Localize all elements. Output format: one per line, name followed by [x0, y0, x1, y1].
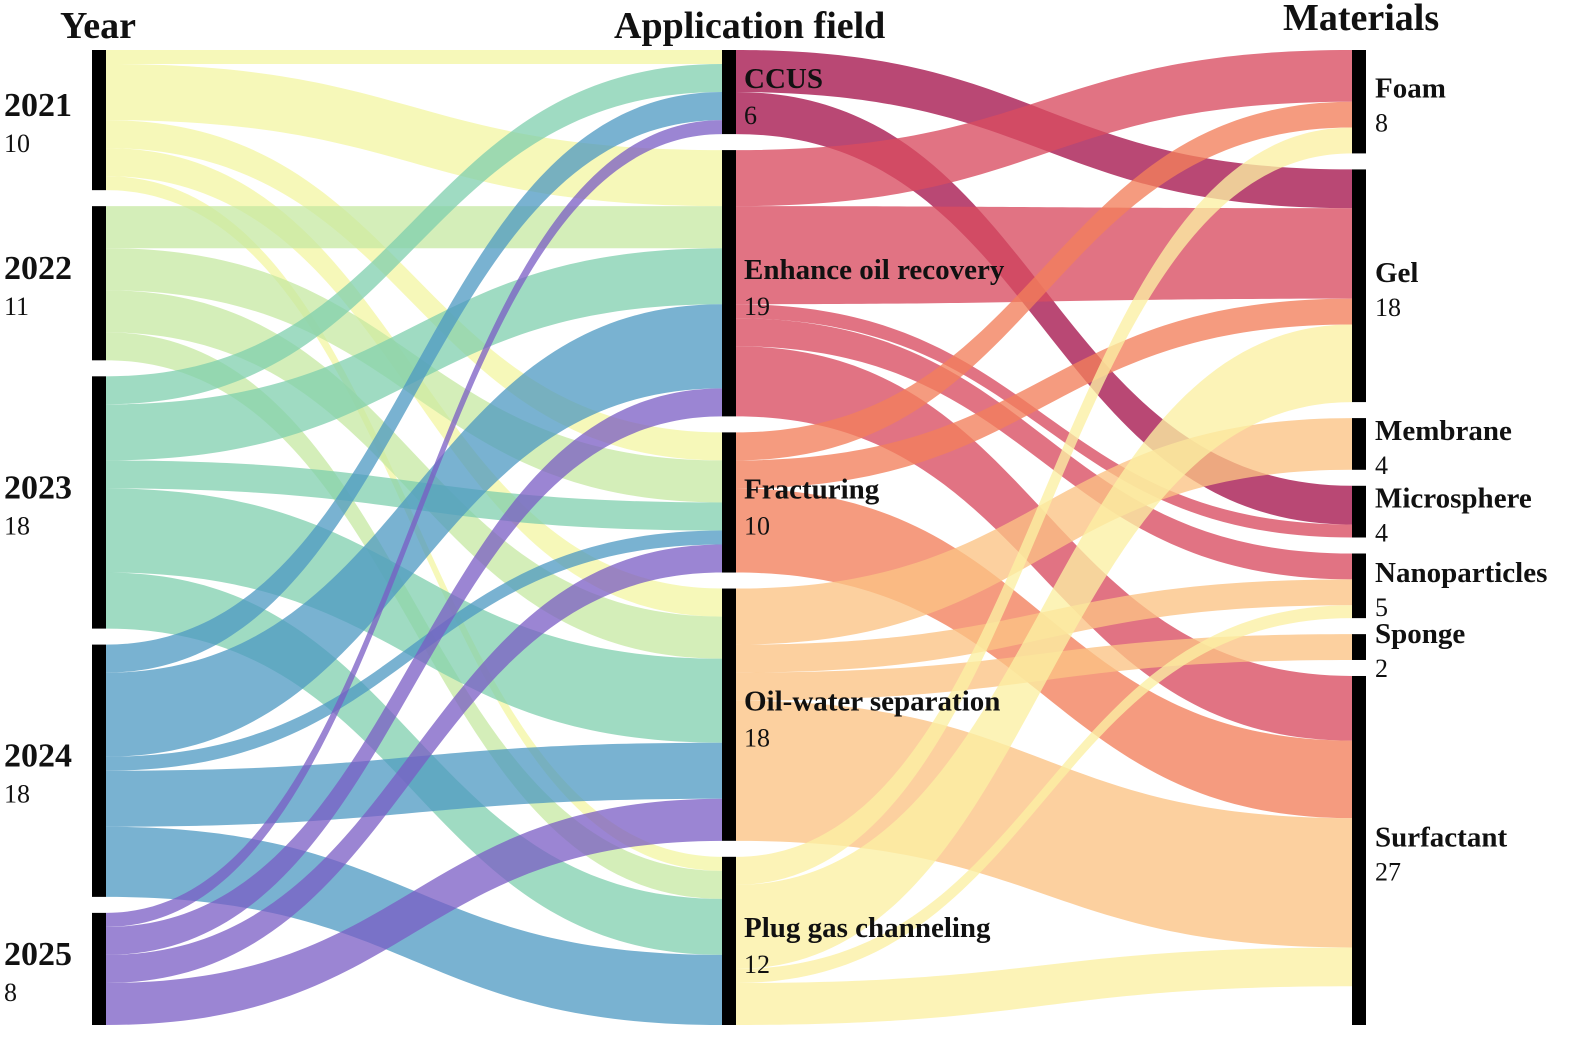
link-frac-foam [736, 101, 1352, 461]
year-node-2025 [92, 912, 106, 1025]
link-2024-ows [106, 742, 722, 827]
link-2021-ccus [106, 50, 722, 65]
link-ows-membrane [736, 418, 1352, 645]
material-value-membrane: 4 [1375, 451, 1388, 480]
link-2024-frac [106, 530, 722, 771]
links-layer [106, 50, 1352, 1025]
application-label-ccus: CCUS [744, 63, 823, 95]
link-eor-foam [736, 50, 1352, 207]
material-label-gel: Gel [1375, 257, 1419, 289]
year-node-2024 [92, 644, 106, 897]
material-value-surf: 27 [1375, 857, 1401, 886]
link-2023-ows [106, 488, 722, 743]
application-value-ccus: 6 [744, 101, 757, 130]
material-node-surf [1352, 675, 1366, 1025]
material-value-microsphere: 4 [1375, 519, 1388, 548]
year-label-2025: 2025 [4, 936, 72, 973]
link-frac-gel [736, 298, 1352, 489]
year-value-2025: 8 [4, 978, 17, 1007]
material-node-nano [1352, 553, 1366, 619]
year-label-2024: 2024 [4, 738, 72, 775]
link-2025-frac [106, 544, 722, 983]
material-label-microsphere: Microsphere [1375, 483, 1532, 515]
labels-layer: 2021 10 2022 11 2023 18 2024 18 2025 8 CCUS 6Enhanc… [4, 63, 1547, 1007]
application-label-ows: Oil-water separation [744, 686, 1000, 718]
application-value-pgc: 12 [744, 950, 770, 979]
application-label-eor: Enhance oil recovery [744, 254, 1005, 286]
link-ows-surf [736, 700, 1352, 948]
link-2025-ccus [106, 120, 722, 927]
application-node-eor [722, 150, 736, 417]
link-2025-eor [106, 388, 722, 955]
link-ccus-microsphere [736, 92, 1352, 525]
application-label-pgc: Plug gas channeling [744, 912, 991, 944]
application-label-frac: Fracturing [744, 473, 880, 505]
application-value-eor: 19 [744, 292, 770, 321]
material-node-sponge [1352, 634, 1366, 660]
link-pgc-surf [736, 947, 1352, 1025]
link-2023-ccus [106, 64, 722, 405]
year-node-2022 [92, 206, 106, 361]
application-node-pgc [722, 856, 736, 1025]
year-label-2022: 2022 [4, 250, 72, 287]
application-value-frac: 10 [744, 511, 770, 540]
nodes-layer [92, 50, 1366, 1025]
year-value-2022: 11 [4, 292, 29, 321]
year-label-2021: 2021 [4, 87, 72, 124]
material-label-membrane: Membrane [1375, 415, 1512, 447]
application-node-ccus [722, 50, 736, 135]
year-value-2023: 18 [4, 511, 30, 540]
materials-column-title: Materials [1283, 0, 1439, 39]
link-pgc-nano [736, 605, 1352, 983]
material-label-foam: Foam [1375, 73, 1446, 105]
material-label-sponge: Sponge [1375, 618, 1465, 650]
link-pgc-foam [736, 127, 1352, 885]
year-node-2021 [92, 50, 106, 191]
year-column-title: Year [60, 5, 136, 47]
year-value-2021: 10 [4, 129, 30, 158]
link-eor-microsphere [736, 304, 1352, 538]
year-value-2024: 18 [4, 780, 30, 809]
material-node-microsphere [1352, 485, 1366, 538]
year-node-2023 [92, 376, 106, 629]
link-pgc-gel [736, 324, 1352, 969]
material-label-nano: Nanoparticles [1375, 557, 1547, 589]
link-2024-ccus [106, 92, 722, 673]
link-2023-eor [106, 248, 722, 461]
year-label-2023: 2023 [4, 469, 72, 506]
material-value-nano: 5 [1375, 593, 1388, 622]
application-value-ows: 18 [744, 724, 770, 753]
material-value-sponge: 2 [1375, 654, 1388, 683]
material-value-foam: 8 [1375, 109, 1388, 138]
material-label-surf: Surfactant [1375, 821, 1507, 853]
link-2022-ows [106, 290, 722, 659]
application-column-title: Application field [614, 5, 885, 47]
material-node-membrane [1352, 418, 1366, 470]
link-2021-frac [106, 120, 722, 461]
material-value-gel: 18 [1375, 293, 1401, 322]
material-node-foam [1352, 50, 1366, 154]
application-node-ows [722, 588, 736, 841]
material-node-gel [1352, 169, 1366, 403]
link-2025-ows [106, 798, 722, 1025]
link-eor-nano [736, 318, 1352, 580]
application-node-frac [722, 432, 736, 573]
